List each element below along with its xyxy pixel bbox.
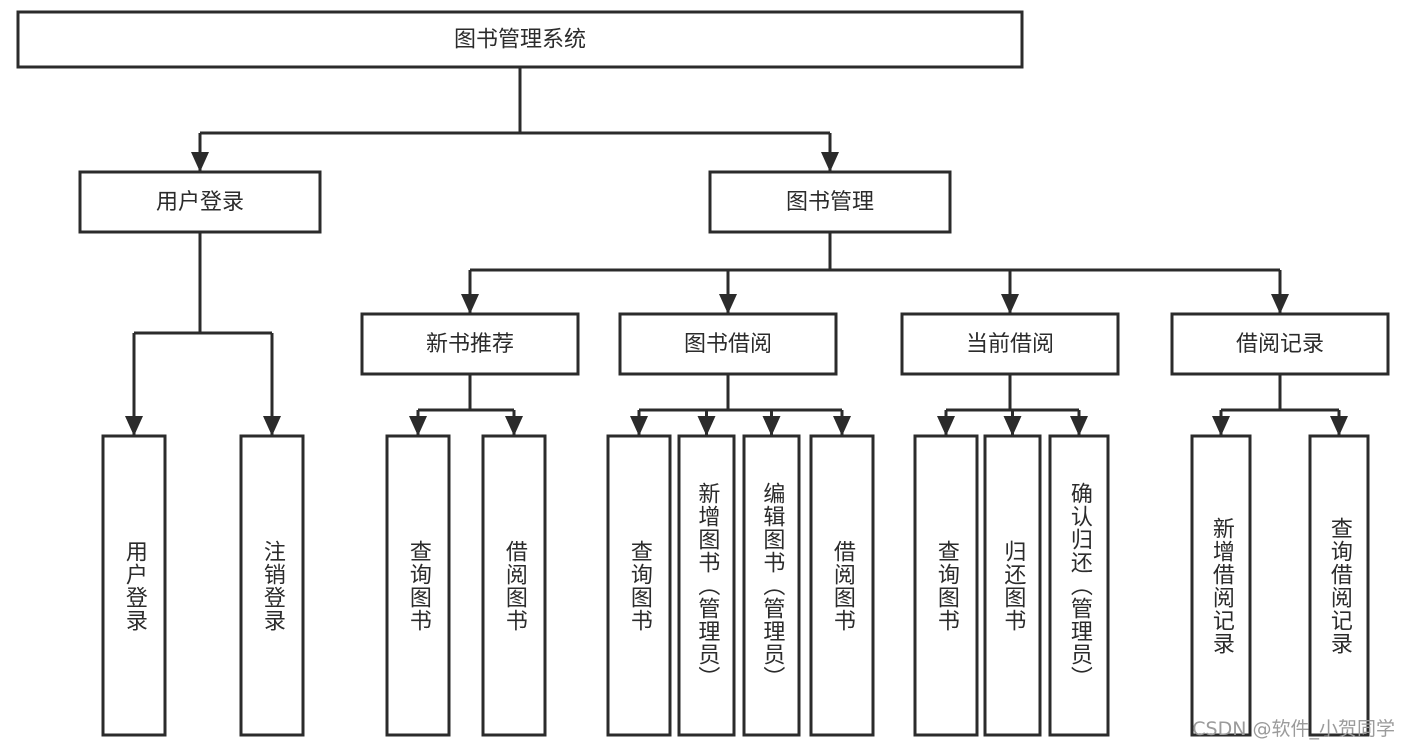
node-box-new-book-recommend[interactable]: [360, 312, 580, 376]
arrowhead-icon: [1271, 294, 1289, 314]
node-box-borrow-record[interactable]: [1170, 312, 1390, 376]
node-box-leaf-logout-login[interactable]: [239, 434, 305, 737]
arrowhead-icon: [762, 416, 781, 436]
node-box-book-management[interactable]: [708, 170, 952, 234]
arrowhead-icon: [937, 416, 955, 436]
node-box-leaf-edit-book-admin[interactable]: [742, 434, 801, 737]
arrowhead-icon: [191, 152, 209, 172]
arrowhead-icon: [1212, 416, 1230, 436]
arrowhead-icon: [125, 416, 143, 436]
arrowhead-icon: [1330, 416, 1348, 436]
arrowhead-icon: [719, 294, 737, 314]
node-box-leaf-add-book-admin[interactable]: [677, 434, 736, 737]
arrowhead-icon: [1001, 294, 1019, 314]
node-boxes: [16, 10, 1390, 737]
connector-edges: [125, 67, 1348, 436]
node-label-new-book-recommend: 新书推荐: [426, 332, 514, 357]
node-box-leaf-query-book-current[interactable]: [913, 434, 979, 737]
arrowhead-icon: [1070, 416, 1088, 436]
node-label-current-borrow: 当前借阅: [966, 332, 1054, 357]
arrowhead-icon: [821, 152, 839, 172]
node-box-leaf-confirm-return-admin[interactable]: [1048, 434, 1110, 737]
node-box-leaf-return-book[interactable]: [983, 434, 1042, 737]
node-box-root[interactable]: [16, 10, 1024, 69]
watermark-text: CSDN @软件_小贺同学: [1192, 718, 1395, 740]
node-box-leaf-query-book-recommend[interactable]: [385, 434, 451, 737]
arrowhead-icon: [409, 416, 427, 436]
node-box-book-borrow[interactable]: [618, 312, 838, 376]
node-box-leaf-borrow-book-recommend[interactable]: [481, 434, 547, 737]
node-box-leaf-query-borrow-record[interactable]: [1308, 434, 1370, 737]
node-box-leaf-add-borrow-record[interactable]: [1190, 434, 1252, 737]
arrowhead-icon: [833, 416, 851, 436]
node-box-current-borrow[interactable]: [900, 312, 1120, 376]
node-label-book-borrow: 图书借阅: [684, 332, 772, 357]
node-box-user-login[interactable]: [78, 170, 322, 234]
node-box-leaf-query-book-borrow[interactable]: [606, 434, 672, 737]
arrowhead-icon: [630, 416, 648, 436]
node-box-leaf-user-login[interactable]: [101, 434, 167, 737]
arrowhead-icon: [461, 294, 479, 314]
arrowhead-icon: [1003, 416, 1022, 436]
node-label-root: 图书管理系统: [454, 28, 586, 53]
node-label-book-management: 图书管理: [786, 190, 874, 215]
node-label-borrow-record: 借阅记录: [1236, 332, 1324, 357]
arrowhead-icon: [505, 416, 523, 436]
arrowhead-icon: [697, 416, 716, 436]
node-label-user-login: 用户登录: [156, 190, 244, 215]
arrowhead-icon: [263, 416, 281, 436]
node-box-leaf-borrow-book[interactable]: [809, 434, 875, 737]
